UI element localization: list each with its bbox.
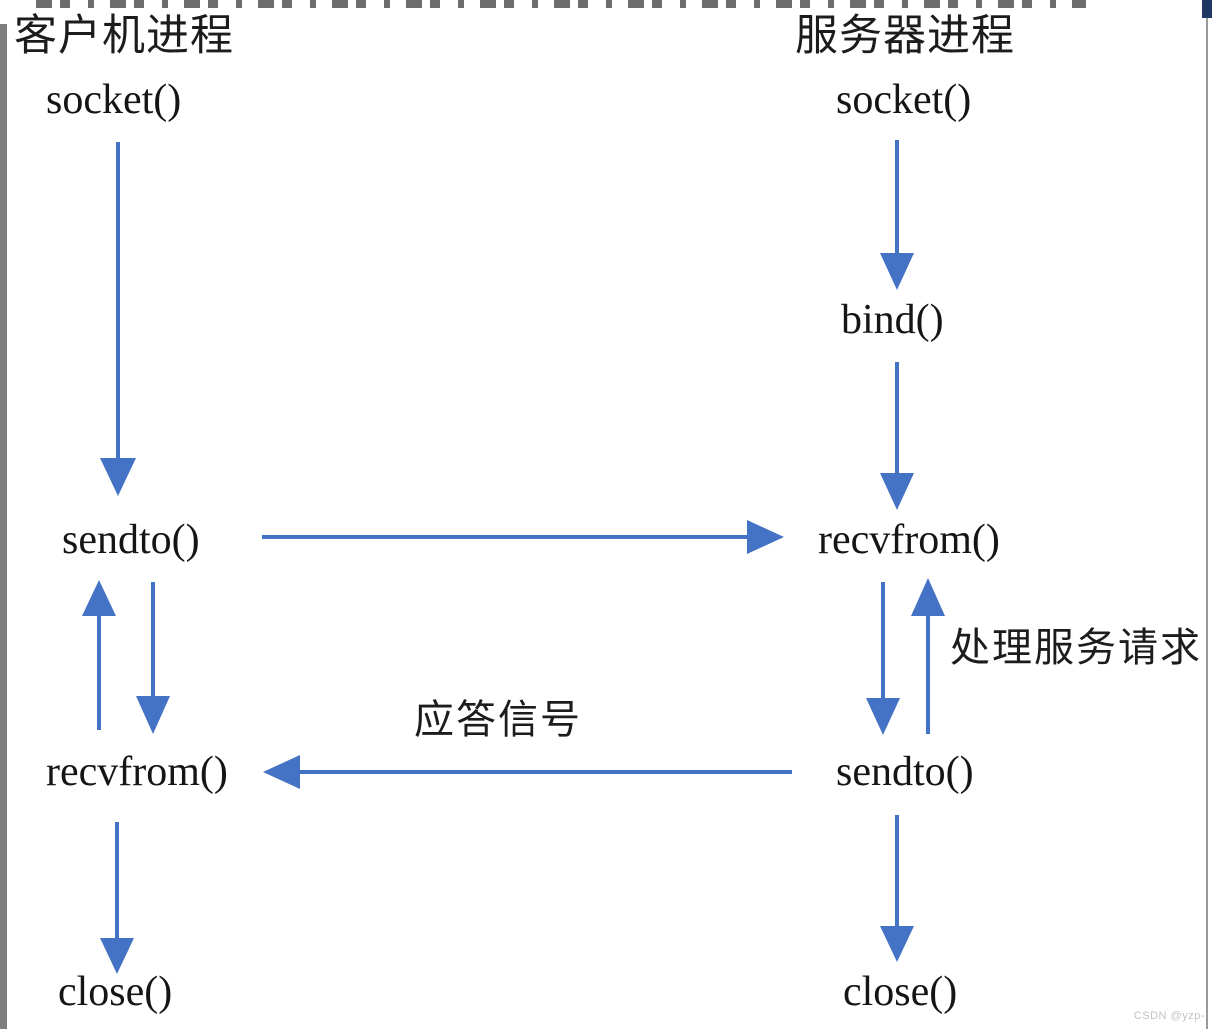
arrow-server-recvfrom-to-sendto-down: [866, 582, 900, 735]
client-sendto-label: sendto(): [62, 517, 200, 563]
right-edge-line: [1206, 16, 1208, 1029]
client-close-label: close(): [58, 969, 173, 1015]
arrow-server-sendto-to-close: [880, 815, 914, 962]
arrow-client-recvfrom-to-sendto-up: [82, 580, 116, 730]
client-column-title: 客户机进程: [14, 13, 234, 60]
arrow-client-recvfrom-to-close: [100, 822, 134, 974]
arrow-server-sendto-to-recvfrom-up: [911, 578, 945, 734]
reply-signal-label: 应答信号: [414, 697, 582, 742]
arrow-reply-server-to-client: [263, 755, 792, 789]
arrow-server-socket-to-bind: [880, 140, 914, 290]
left-edge-line: [0, 24, 7, 1029]
server-close-label: close(): [843, 969, 958, 1015]
server-socket-label: socket(): [836, 77, 972, 123]
arrow-request-client-to-server: [262, 520, 784, 554]
corner-fragment: [1202, 0, 1212, 18]
client-recvfrom-label: recvfrom(): [46, 749, 228, 795]
csdn-watermark: CSDN @yzp-: [1133, 1010, 1205, 1022]
handle-request-label: 处理服务请求: [950, 625, 1202, 670]
server-sendto-label: sendto(): [836, 749, 974, 795]
server-bind-label: bind(): [841, 297, 944, 343]
arrow-client-socket-to-sendto: [100, 142, 136, 496]
client-socket-label: socket(): [46, 77, 182, 123]
arrow-server-bind-to-recvfrom: [880, 362, 914, 510]
clipped-text-strip: [36, 0, 1086, 8]
server-recvfrom-label: recvfrom(): [818, 517, 1000, 563]
server-column-title: 服务器进程: [795, 13, 1015, 60]
arrow-client-sendto-to-recvfrom-down: [136, 582, 170, 734]
